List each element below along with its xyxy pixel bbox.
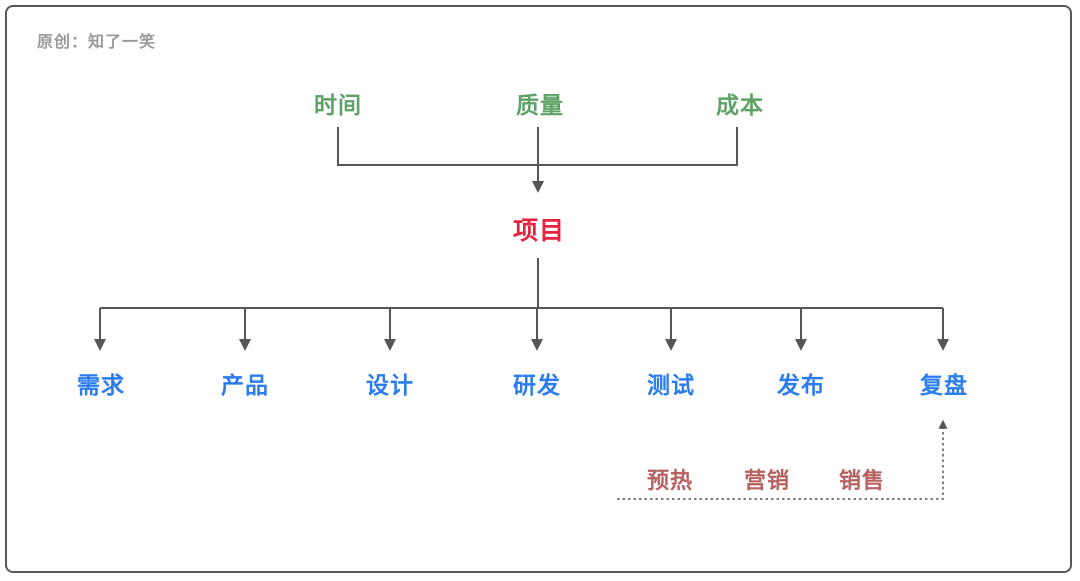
- sales-preheat-label: 预热: [646, 468, 694, 493]
- sales-marketing-label: 营销: [743, 468, 791, 493]
- constraint-cost-label: 成本: [716, 92, 764, 118]
- phase-design-label: 设计: [366, 372, 414, 398]
- root-project-label: 项目: [512, 217, 566, 245]
- constraint-quality-label: 质量: [516, 92, 564, 118]
- phase-testing-label: 测试: [647, 372, 695, 398]
- sales-sales-label: 销售: [838, 468, 886, 493]
- phase-release-label: 发布: [777, 372, 825, 398]
- phase-product-label: 产品: [221, 372, 269, 398]
- attribution-text: 原创：知了一笑: [37, 34, 157, 51]
- phase-review-label: 复盘: [920, 372, 968, 398]
- constraint-time-label: 时间: [314, 92, 362, 118]
- phase-requirements-label: 需求: [77, 372, 125, 398]
- phase-development-label: 研发: [513, 372, 561, 398]
- sales-feedback-dotted-arrow: [617, 419, 948, 500]
